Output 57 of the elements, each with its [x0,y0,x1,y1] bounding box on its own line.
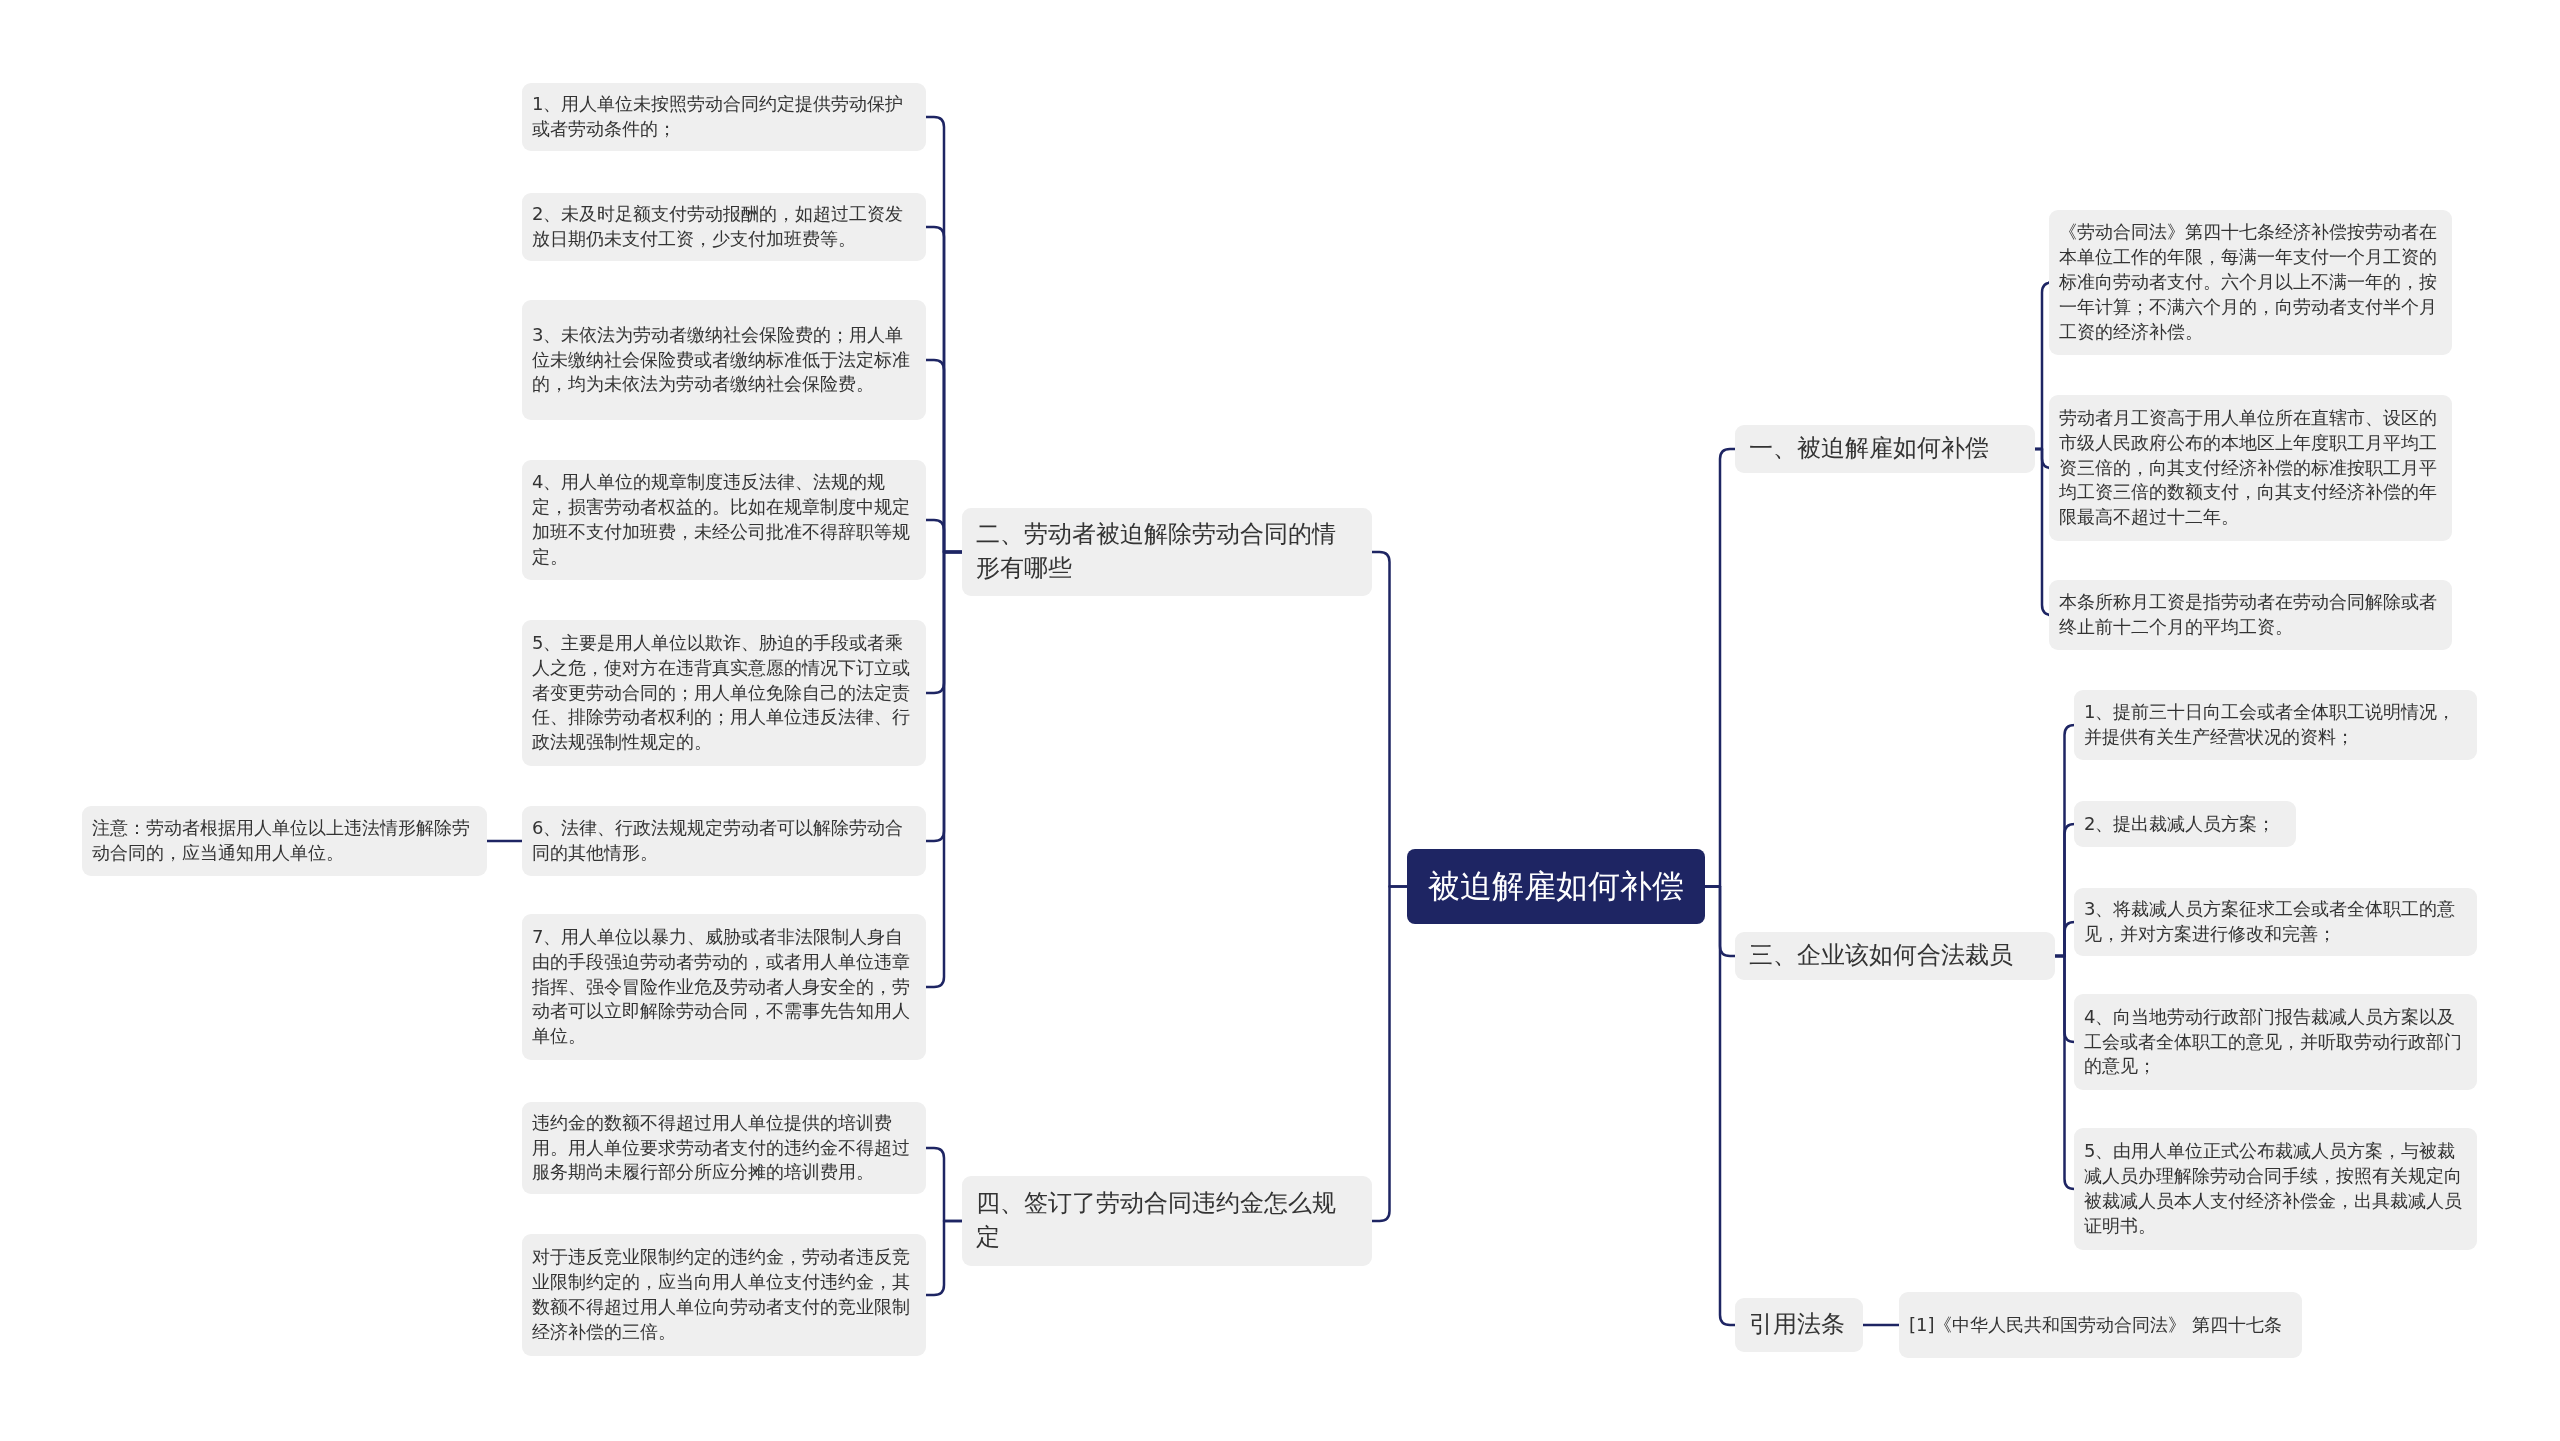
subtopic-box [2049,580,2452,650]
topic-text: 5、由用人单位正式公布裁减人员方案，与被裁减人员办理解除劳动合同手续，按照有关规定向被裁减人员本人支付经济补偿金，出具裁减人员证明书。 [2084,1139,2463,1238]
subtopic-box [2049,395,2452,541]
central-topic-box [1407,849,1705,924]
subtopic-box [2074,690,2477,760]
topic-text: 劳动者月工资高于用人单位所在直辖市、设区的市级人民政府公布的本地区上年度职工月平均工资三倍的，向其支付经济补偿的标准按职工月平均工资三倍的数额支付，向其支付经济补偿的年限最高不超过十二年。 [2059,405,2438,530]
connector-line [2053,954,2076,1191]
subtopic-box [522,620,926,766]
topic-text: 4、向当地劳动行政部门报告裁减人员方案以及工会或者全体职工的意见，并听取劳动行政部门的意见； [2084,1004,2463,1079]
topic-text: 本条所称月工资是指劳动者在劳动合同解除或者终止前十二个月的平均工资。 [2059,590,2438,639]
topic-text: 一、被迫解雇如何补偿 [1749,433,1989,465]
connector-line [1370,885,1409,1223]
subtopic-box [82,806,487,876]
subtopic-box [2074,1128,2477,1250]
subtopic-box [522,806,926,876]
subtopic-box [522,460,926,580]
topic-text: 对于违反竞业限制约定的违约金，劳动者违反竞业限制约定的，应当向用人单位支付违约金，其数额不得超过用人单位向劳动者支付的竞业限制经济补偿的三倍。 [532,1245,911,1344]
topic-text: 违约金的数额不得超过用人单位提供的培训费用。用人单位要求劳动者支付的违约金不得超过服务期尚未履行部分所应分摊的培训费用。 [532,1110,911,1185]
subtopic-box [522,914,926,1060]
subtopic-box [1899,1292,2302,1358]
topic-text: 被迫解雇如何补偿 [1428,865,1684,907]
topic-text: 引用法条 [1749,1309,1845,1341]
subtopic-box [522,1234,926,1356]
subtopic-box [522,300,926,420]
topic-box [1735,932,2055,980]
subtopic-box [522,1102,926,1194]
topic-text: 二、劳动者被迫解除劳动合同的情形有哪些 [976,519,1337,584]
topic-text: 注意：劳动者根据用人单位以上违法情形解除劳动合同的，应当通知用人单位。 [92,816,471,865]
subtopic-box [2074,801,2296,847]
connector-line [924,1219,964,1297]
topic-text: 6、法律、行政法规规定劳动者可以解除劳动合同的其他情形。 [532,816,905,865]
topic-text: 3、未依法为劳动者缴纳社会保险费的；用人单位未缴纳社会保险费或者缴纳标准低于法定标准的，均为未依法为劳动者缴纳社会保险费。 [532,322,911,397]
subtopic-box [2074,994,2477,1090]
topic-text: 《劳动合同法》第四十七条经济补偿按劳动者在本单位工作的年限，每满一年支付一个月工资的标准向劳动者支付。六个月以上不满一年的，按一年计算；不满六个月的，向劳动者支付半个月工资的经济补偿。 [2059,220,2438,344]
connector-line [1861,1323,1901,1327]
topic-box [1735,1298,1863,1352]
topic-text: 1、用人单位未按照劳动合同约定提供劳动保护或者劳动条件的； [532,92,905,141]
subtopic-box [2049,210,2452,355]
subtopic-box [2074,888,2477,956]
topic-text: 1、提前三十日向工会或者全体职工说明情况，并提供有关生产经营状况的资料； [2084,700,2457,749]
topic-box [962,508,1372,596]
topic-text: 2、未及时足额支付劳动报酬的，如超过工资发放日期仍未支付工资，少支付加班费等。 [532,202,905,251]
connector-line [924,550,964,989]
topic-text: 四、签订了劳动合同违约金怎么规定 [976,1188,1337,1253]
topic-text: 7、用人单位以暴力、威胁或者非法限制人身自由的手段强迫劳动者劳动的，或者用人单位违章指挥、强令冒险作业危及劳动者人身安全的，劳动者可以立即解除劳动合同，不需事先告知用人单位。 [532,924,911,1049]
topic-box [1735,425,2035,473]
subtopic-box [522,193,926,261]
topic-text: 3、将裁减人员方案征求工会或者全体职工的意见，并对方案进行修改和完善； [2084,897,2457,946]
topic-text: 5、主要是用人单位以欺诈、胁迫的手段或者乘人之危，使对方在违背真实意愿的情况下订立或者变更劳动合同的；用人单位免除自己的法定责任、排除劳动者权利的；用人单位违反法律、行政法规强制性规定的。 [532,630,911,755]
topic-box [962,1176,1372,1266]
connector-line [1703,885,1737,1327]
topic-text: 2、提出裁减人员方案； [2084,811,2276,836]
topic-text: 4、用人单位的规章制度违反法律、法规的规定，损害劳动者权益的。比如在规章制度中规定加班不支付加班费，未经公司批准不得辞职等规定。 [532,470,911,569]
topic-text: 三、企业该如何合法裁员 [1749,940,2013,972]
topic-text: [1]《中华人民共和国劳动合同法》 第四十七条 [1909,1312,2283,1337]
subtopic-box [522,83,926,151]
connector-line [485,839,524,843]
